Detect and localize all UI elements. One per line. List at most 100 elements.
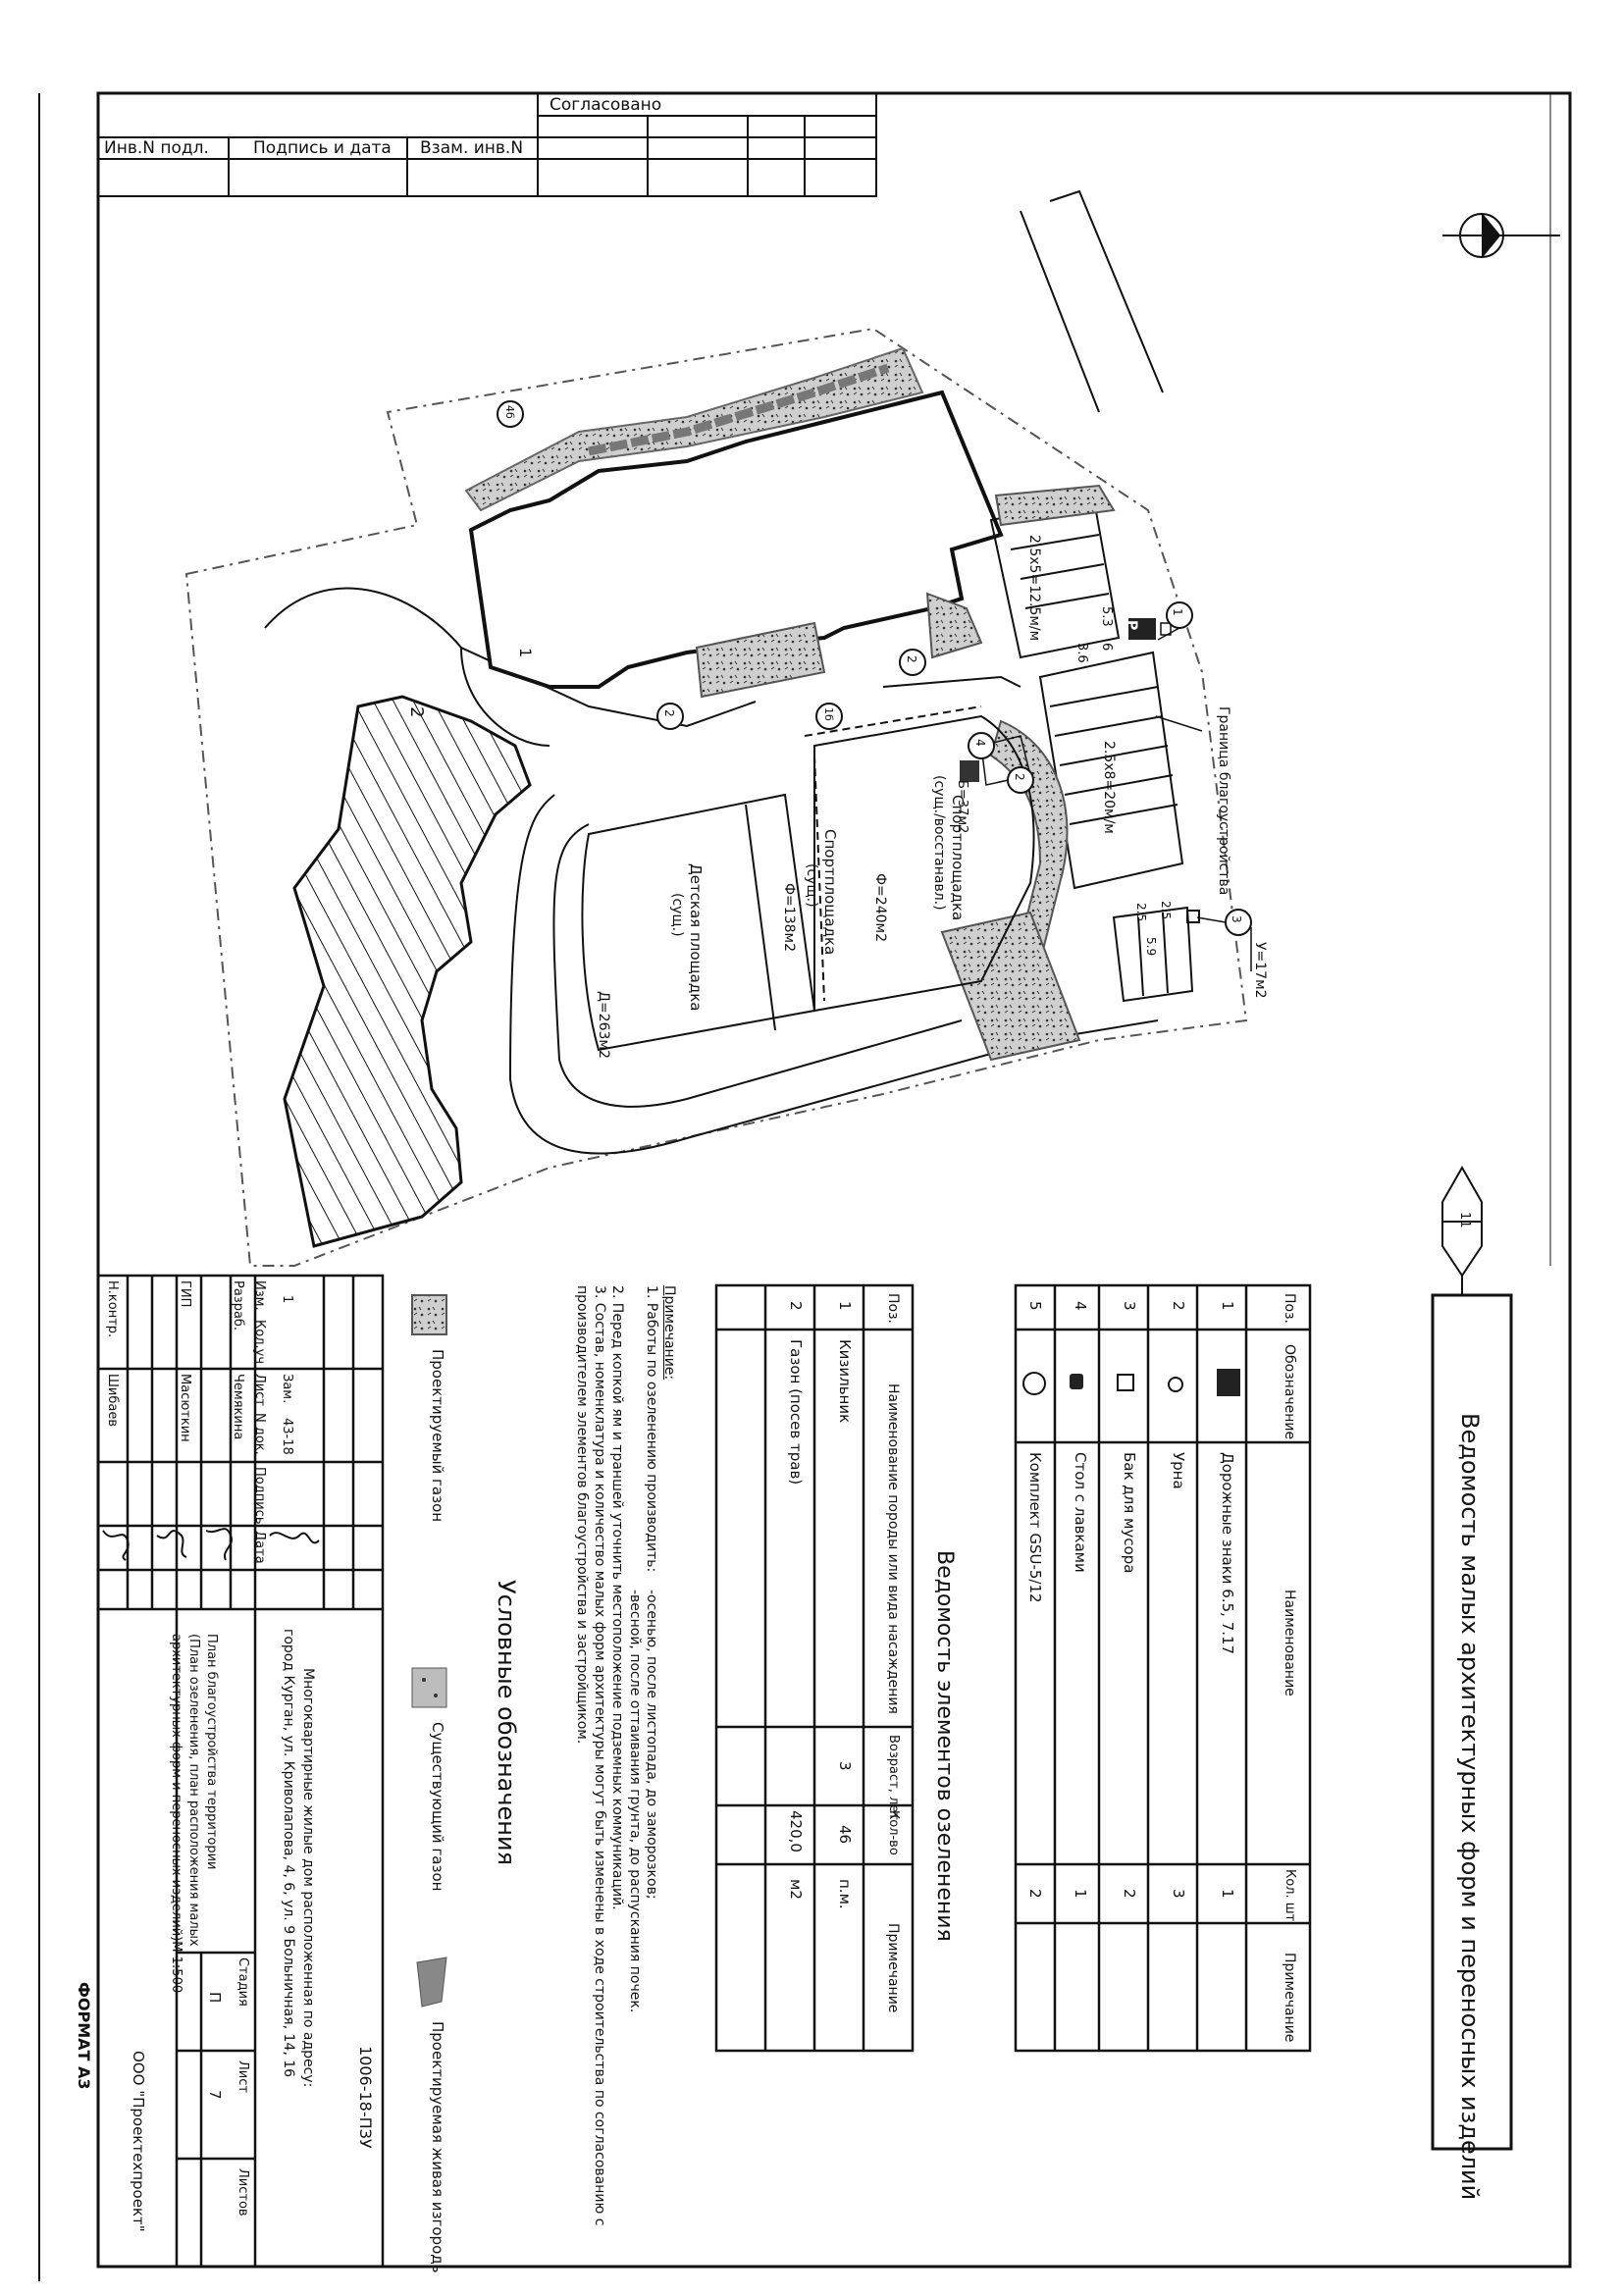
col-podpis: Подпись bbox=[252, 1467, 267, 1525]
green-row-2-note: м2 bbox=[787, 1879, 805, 1900]
name-razrab: Чемякина bbox=[231, 1374, 245, 1440]
maf-row-4-qty: 1 bbox=[1072, 1889, 1089, 1899]
callout-1b-top-icon bbox=[497, 400, 524, 428]
callout-2a: 2 bbox=[662, 709, 676, 717]
col-kol-uch: Кол.уч bbox=[252, 1320, 267, 1364]
green-row-1-qty: 46 bbox=[836, 1825, 854, 1845]
area-u-label: У=17м2 bbox=[1252, 942, 1268, 999]
proposed-lawn-east-strip bbox=[994, 484, 1116, 527]
sheet-title-3: архитектурных форм и переносных изделий)… bbox=[169, 1634, 183, 1994]
stage-value: П bbox=[206, 1992, 224, 2004]
maf-table-grid bbox=[1014, 1283, 1312, 2053]
note-3: 3. Состав, номенклатура и количество мал… bbox=[592, 1285, 607, 2226]
parking-1-label: 2.5х5=12.5м/м bbox=[1026, 535, 1042, 642]
callout-4b: 4б bbox=[503, 405, 516, 419]
playset-icon bbox=[1022, 1372, 1046, 1395]
top-stamp-grid bbox=[97, 92, 877, 197]
green-header-pos: Поз. bbox=[885, 1293, 901, 1324]
maf-header-note: Примечание bbox=[1282, 1953, 1297, 2043]
building-2 bbox=[283, 695, 532, 1248]
green-header-name: Наименование породы или вида насаждения bbox=[885, 1383, 901, 1714]
dim-25a: 2.5 bbox=[1134, 903, 1148, 922]
col-n-dok: N док. bbox=[252, 1413, 267, 1455]
legend-title: Условные обозначения bbox=[493, 1580, 520, 1866]
maf-row-2-name: Урна bbox=[1170, 1452, 1187, 1489]
green-table-grid bbox=[714, 1283, 915, 2053]
site-boundary bbox=[184, 327, 1248, 1267]
role-nkontr: Н.контр. bbox=[105, 1280, 120, 1338]
callout-1b: 1б bbox=[822, 707, 835, 721]
change-n-dok: 43-18 bbox=[280, 1418, 294, 1455]
sport1-area: Ф=138м2 bbox=[781, 883, 797, 952]
playground-outlines bbox=[581, 705, 1035, 1052]
building-2-number: 2 bbox=[406, 706, 427, 718]
proposed-lawn-east bbox=[925, 592, 983, 659]
maf-row-5-name: Комплект GSU-5/12 bbox=[1026, 1452, 1044, 1603]
change-izm: 1 bbox=[280, 1295, 294, 1304]
callout-2-bld-icon bbox=[899, 649, 926, 676]
callout-2-pg-icon bbox=[1007, 766, 1034, 794]
stage-header: Стадия bbox=[236, 1957, 250, 2007]
green-header-qty: Кол-во bbox=[886, 1810, 901, 1855]
sheet-value: 7 bbox=[206, 2090, 224, 2100]
driveways bbox=[264, 587, 1159, 1155]
name-nkontr: Шибаев bbox=[105, 1374, 120, 1427]
maf-row-1-qty: 1 bbox=[1219, 1889, 1236, 1899]
table-bench-icon bbox=[1070, 1374, 1083, 1389]
urn-icon bbox=[1168, 1377, 1183, 1392]
sport2-sub: (сущ./восстанавл.) bbox=[931, 775, 947, 911]
green-row-2-pos: 2 bbox=[787, 1301, 805, 1311]
maf-row-5-qty: 2 bbox=[1026, 1889, 1044, 1899]
garbage-container-icon bbox=[960, 760, 979, 782]
inv-podl-label: Инв.N подл. bbox=[104, 138, 209, 158]
legend-hedge-swatch bbox=[416, 1957, 447, 2008]
callout-2-left-icon bbox=[656, 703, 684, 730]
legend-item-proposed-lawn: Проектируемый газон bbox=[429, 1349, 446, 1523]
legend-item-hedge: Проектируемая живая изгородь bbox=[429, 2021, 446, 2273]
legend-proposed-lawn-swatch bbox=[411, 1294, 447, 1335]
boundary-label: Граница благоустройства bbox=[1216, 706, 1231, 896]
sheets-header: Листов bbox=[236, 2168, 250, 2217]
vzam-inv-label: Взам. инв.N bbox=[420, 138, 524, 158]
legend-item-existing-lawn: Существующий газон bbox=[429, 1722, 446, 1892]
maf-header-symbol: Обозначение bbox=[1282, 1344, 1297, 1440]
role-razrab: Разраб. bbox=[231, 1280, 245, 1331]
callout-1b-bottom-icon bbox=[815, 703, 843, 730]
legend-existing-lawn-swatch bbox=[411, 1667, 447, 1708]
callout-4-icon bbox=[968, 732, 995, 759]
sheet-title-1: План благоустройства территории bbox=[204, 1634, 219, 1870]
approval-label: Согласовано bbox=[550, 95, 662, 115]
col-list: Лист bbox=[252, 1374, 267, 1406]
dim-36: 3.6 bbox=[1074, 643, 1089, 663]
maf-table-title: Ведомость малых архитектурных форм и пер… bbox=[1456, 1413, 1484, 2201]
sheet-title-2: (План озеленения, план расположения малы… bbox=[186, 1634, 201, 1947]
notes-title: Примечание: bbox=[661, 1285, 677, 1381]
maf-row-2-qty: 3 bbox=[1170, 1889, 1187, 1899]
maf-row-4-pos: 4 bbox=[1072, 1301, 1089, 1311]
building-1 bbox=[468, 390, 1004, 689]
kids-sub: (сущ.) bbox=[669, 893, 685, 937]
col-izm: Изм. bbox=[252, 1280, 267, 1311]
sheet-header: Лист bbox=[236, 2061, 250, 2093]
signature-marks bbox=[102, 1528, 320, 1561]
green-row-1-pos: 1 bbox=[836, 1301, 854, 1311]
parking-sign-icon bbox=[1217, 1369, 1240, 1396]
garbage-bin-icon bbox=[1117, 1374, 1134, 1391]
kids-name: Детская площадка bbox=[687, 863, 705, 1012]
sign-3-marker-icon bbox=[1186, 910, 1200, 923]
main-stamp-grid bbox=[96, 1274, 385, 2269]
green-row-2-qty: 420,0 bbox=[787, 1810, 805, 1852]
proposed-lawn-south bbox=[695, 621, 826, 699]
maf-row-1-pos: 1 bbox=[1219, 1301, 1236, 1311]
revision-triangle-icon bbox=[1441, 1165, 1483, 1295]
object-line: Многоквартирные жилые дом расположенная … bbox=[300, 1668, 316, 2088]
sport1-name: Спортплощадка bbox=[821, 829, 839, 956]
dim-59: 5.9 bbox=[1144, 937, 1158, 957]
callout-2b: 2 bbox=[905, 655, 918, 663]
maf-row-1-name: Дорожные знаки 6.5, 7.17 bbox=[1219, 1452, 1236, 1655]
green-row-2-name: Газон (посев трав) bbox=[787, 1339, 805, 1486]
maf-row-3-qty: 2 bbox=[1121, 1889, 1138, 1899]
access-road bbox=[1020, 189, 1164, 413]
